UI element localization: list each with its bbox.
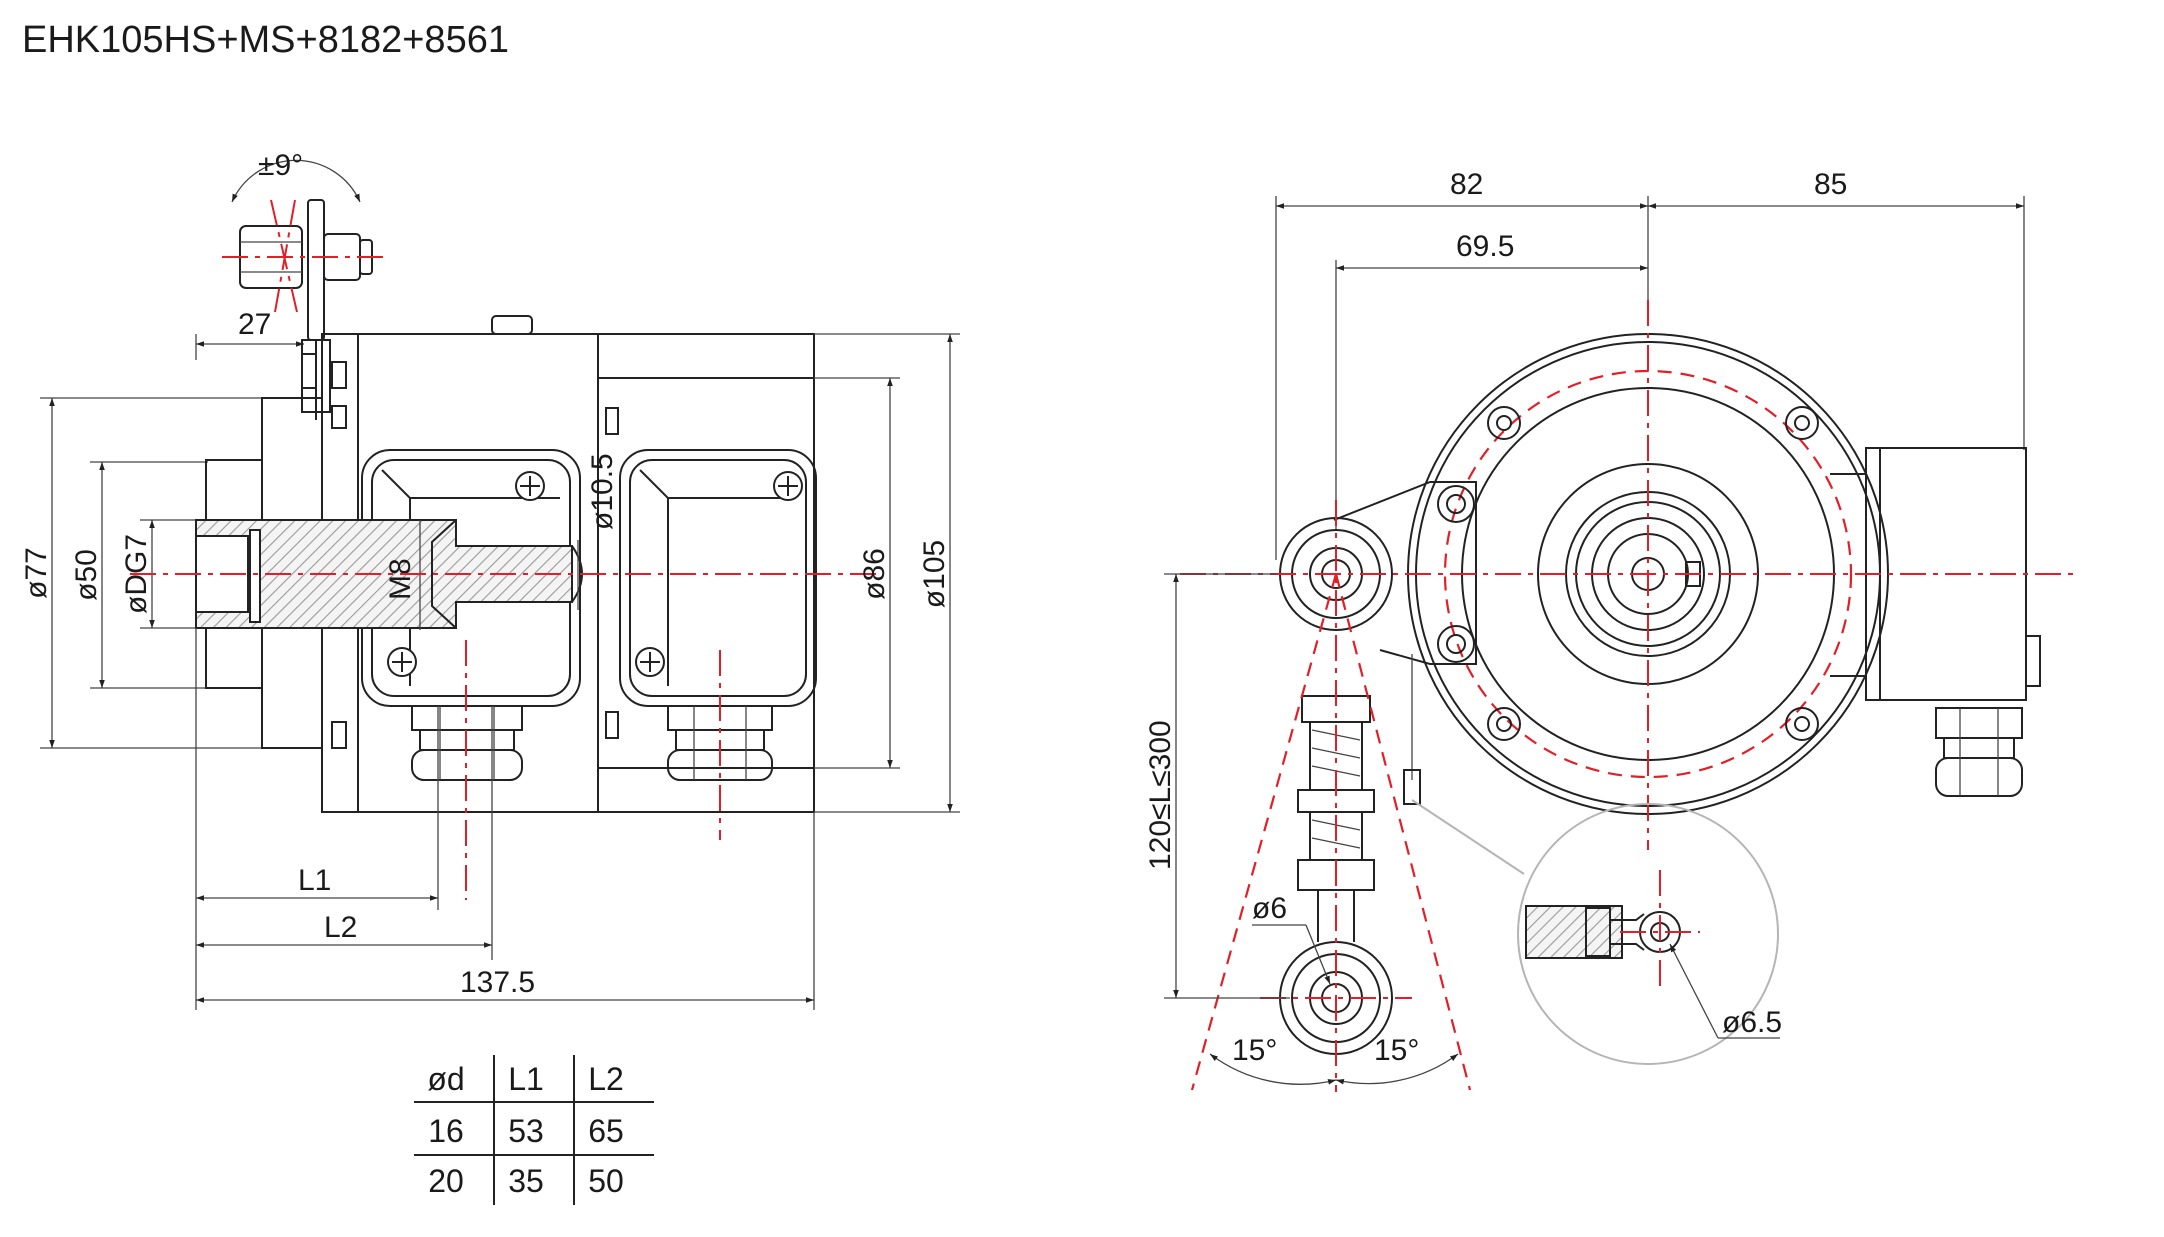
dim-d77: ø77 — [20, 547, 53, 599]
dim-d50: ø50 — [70, 549, 103, 601]
table-cell: 65 — [588, 1113, 624, 1149]
table-cell: 16 — [428, 1113, 464, 1149]
dim-d6: ø6 — [1252, 892, 1287, 925]
dim-l2: L2 — [324, 911, 357, 944]
junction-box-right — [605, 407, 817, 781]
drawing-title: EHK105HS+MS+8182+8561 — [22, 19, 509, 61]
pivot-bracket: ±9° — [222, 149, 388, 420]
dim-d6-5: ø6.5 — [1722, 1006, 1782, 1039]
dim-137-5: 137.5 — [460, 966, 535, 999]
dim-27: 27 — [238, 308, 271, 341]
dim-range: 120≤L≤300 — [1144, 720, 1177, 870]
dim-m8: M8 — [384, 558, 417, 600]
angle-15-right: 15° — [1374, 1034, 1419, 1067]
front-view: 82 85 69.5 — [1144, 168, 2080, 1092]
dim-69-5: 69.5 — [1456, 230, 1514, 263]
dim-d86: ø86 — [858, 548, 891, 600]
dim-82: 82 — [1450, 168, 1483, 201]
table-header-l2: L2 — [588, 1061, 624, 1097]
angle-15-left: 15° — [1232, 1034, 1277, 1067]
table-cell: 53 — [508, 1113, 544, 1149]
dim-85: 85 — [1814, 168, 1847, 201]
dim-l1: L1 — [298, 864, 331, 897]
table-header-l1: L1 — [508, 1061, 544, 1097]
dimension-table: ød L1 L2 16 53 65 20 35 50 — [414, 1055, 654, 1205]
side-view: ±9° 27 ø77 ø50 øDG7 — [20, 149, 960, 1010]
table-cell: 50 — [588, 1163, 624, 1199]
angle-label: ±9° — [258, 149, 303, 182]
table-cell: 20 — [428, 1163, 464, 1199]
housing-bolts — [1487, 406, 1819, 741]
dim-d10-5: ø10.5 — [586, 453, 619, 530]
table-cell: 35 — [508, 1163, 544, 1199]
dim-d105: ø105 — [918, 540, 951, 608]
detail-callout: ø6.5 — [1411, 799, 1782, 1065]
table-header-od: ød — [427, 1061, 464, 1097]
